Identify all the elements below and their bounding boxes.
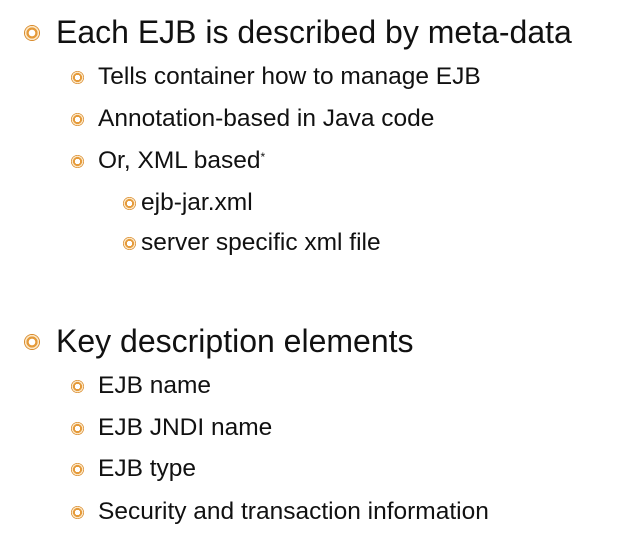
bullet-item: EJB name — [71, 372, 211, 400]
sub-bullet-item: ejb-jar.xml — [123, 189, 253, 217]
sub-bullet-item: server specific xml file — [123, 229, 381, 257]
bullet-icon — [123, 236, 136, 250]
bullet-item: Tells container how to manage EJB — [71, 63, 481, 91]
item-text: EJB name — [98, 372, 212, 399]
item-text: ejb-jar.xml — [141, 189, 253, 216]
bullet-icon — [71, 462, 84, 476]
bullet-item: Security and transaction information — [71, 498, 489, 526]
item-text: Annotation-based in Java code — [98, 105, 435, 132]
bullet-icon — [71, 70, 84, 84]
bullet-heading-1: Each EJB is described by meta-data — [24, 14, 572, 51]
item-text: Security and transaction information — [98, 498, 489, 525]
bullet-icon — [71, 379, 84, 393]
bullet-icon — [123, 196, 136, 210]
item-text: EJB type — [98, 455, 197, 482]
item-text: Or, XML based — [98, 147, 261, 174]
bullet-icon — [71, 154, 84, 168]
bullet-heading-2: Key description elements — [24, 323, 414, 360]
bullet-item: EJB type — [71, 455, 196, 483]
bullet-icon — [24, 24, 40, 41]
bullet-icon — [71, 421, 84, 435]
bullet-icon — [71, 112, 84, 126]
bullet-item: Or, XML based* — [71, 147, 265, 175]
heading-text: Each EJB is described by meta-data — [56, 14, 572, 50]
bullet-item: Annotation-based in Java code — [71, 105, 434, 133]
bullet-item: EJB JNDI name — [71, 414, 272, 442]
footnote-mark: * — [260, 150, 266, 164]
bullet-icon — [24, 333, 40, 350]
item-text: EJB JNDI name — [98, 414, 273, 441]
bullet-icon — [71, 505, 84, 519]
item-text: Tells container how to manage EJB — [98, 63, 481, 90]
heading-text: Key description elements — [56, 323, 414, 359]
item-text: server specific xml file — [141, 229, 381, 256]
